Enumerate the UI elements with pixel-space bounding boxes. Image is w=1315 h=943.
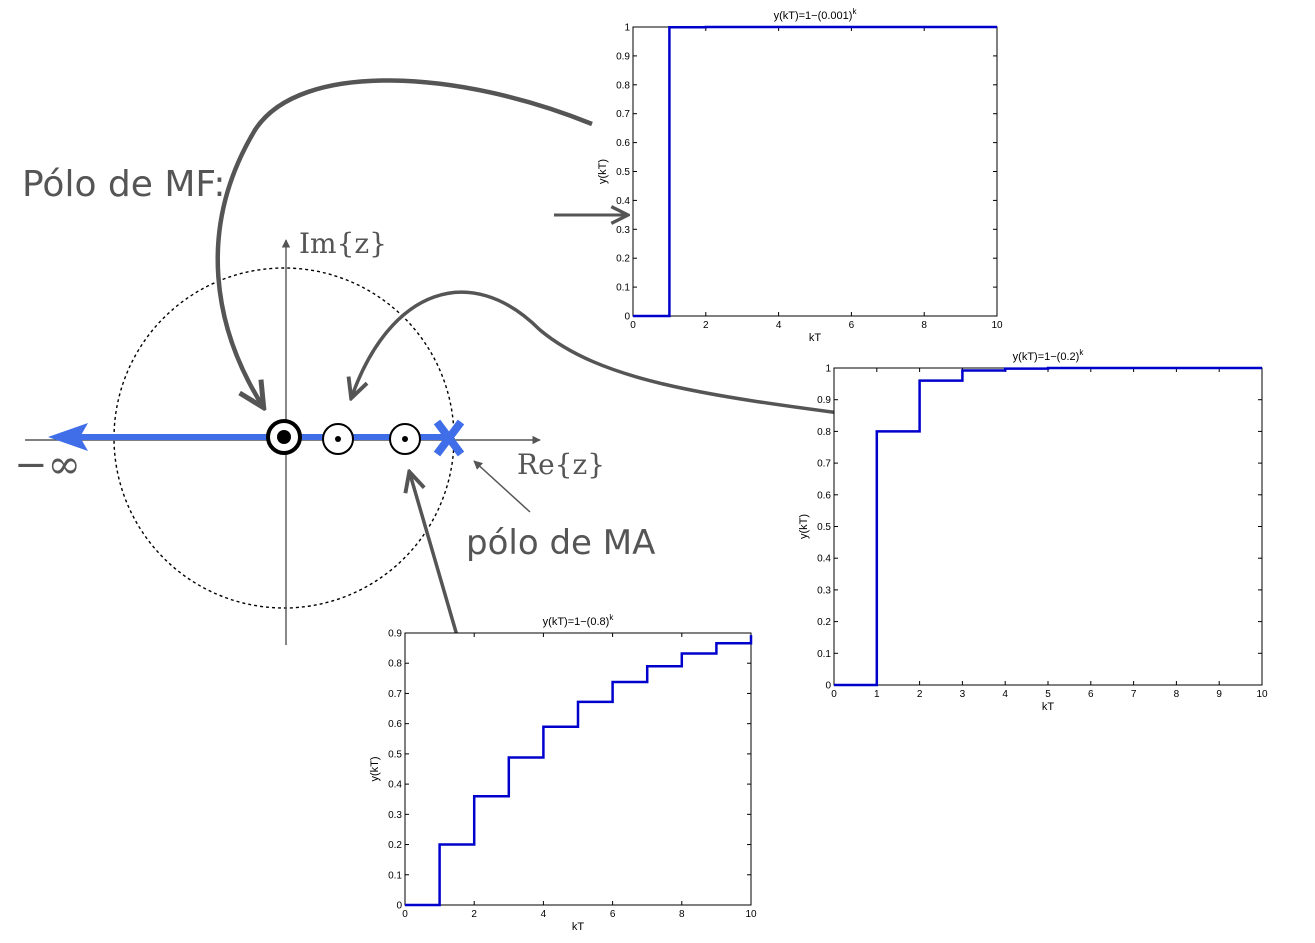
x-tick-label: 9 xyxy=(1216,689,1222,700)
x-tick-label: 0 xyxy=(831,689,837,700)
plot-frame xyxy=(404,632,752,906)
y-tick-label: 1 xyxy=(624,23,630,34)
chart-title-superscript: k xyxy=(852,7,857,16)
x-tick-label: 6 xyxy=(849,320,855,331)
y-tick-label: 0.7 xyxy=(388,689,402,700)
x-tick-label: 2 xyxy=(917,689,923,700)
imag-axis-label: Im{z} xyxy=(299,227,387,260)
y-tick-label: 0.9 xyxy=(817,395,831,406)
plot-frame xyxy=(833,367,1263,686)
y-tick-label: 0.6 xyxy=(616,138,630,149)
y-tick-label: 0.7 xyxy=(616,109,630,120)
arrow-to-open-loop-pole xyxy=(473,460,531,513)
x-tick-label: 6 xyxy=(1088,689,1094,700)
step-series-line xyxy=(834,366,1262,687)
y-tick-label: 0.1 xyxy=(388,870,402,881)
y-axis-label: y(kT) xyxy=(369,756,381,781)
chart-title-superscript: k xyxy=(1079,348,1084,357)
y-tick-label: 0 xyxy=(396,901,402,912)
y-tick-label: 0.8 xyxy=(616,80,630,91)
x-tick-label: 8 xyxy=(1174,689,1180,700)
x-axis-label: kT xyxy=(1042,701,1055,713)
y-tick-label: 0.4 xyxy=(817,554,831,565)
chart-title: y(kT)=1−(0.2)k xyxy=(1013,348,1085,363)
y-tick-label: 0.4 xyxy=(616,196,630,207)
real-axis-label: Re{z} xyxy=(517,448,605,481)
x-tick-label: 5 xyxy=(1045,689,1051,700)
y-tick-label: 0.2 xyxy=(616,254,630,265)
y-tick-label: 0.9 xyxy=(616,51,630,62)
y-tick-label: 0.1 xyxy=(616,283,630,294)
y-tick-label: 0.2 xyxy=(817,617,831,628)
y-tick-label: 0.5 xyxy=(616,167,630,178)
y-tick-label: 0.9 xyxy=(388,629,402,640)
open-loop-pole-marker xyxy=(433,419,465,457)
y-tick-label: 0.6 xyxy=(388,719,402,730)
open-loop-pole-label: pólo de MA xyxy=(466,523,655,563)
step-response-chart-02: 0 1 2 3 4 5 6 7 8 9 10 0 0.1 0.2 0.3 0.4 0.5 0.6 0.7 0.8 0.9… xyxy=(798,348,1268,713)
chart-title: y(kT)=1−(0.001)k xyxy=(774,7,858,22)
step-series-line xyxy=(633,25,997,318)
arrow-chart2-to-pole-0-2 xyxy=(352,290,863,418)
x-tick-label: 10 xyxy=(991,320,1003,331)
x-tick-label: 2 xyxy=(471,909,477,920)
chart-title-main: y(kT)=1−(0.001) xyxy=(774,10,853,22)
y-tick-label: 1 xyxy=(825,364,831,375)
plot-frame xyxy=(632,26,998,317)
x-axis-label: kT xyxy=(572,921,585,933)
chart-title-main: y(kT)=1−(0.2) xyxy=(1013,351,1080,363)
y-tick-label: 0.1 xyxy=(817,649,831,660)
x-tick-label: 8 xyxy=(921,320,927,331)
x-tick-label: 4 xyxy=(541,909,547,920)
x-tick-label: 7 xyxy=(1131,689,1137,700)
y-tick-label: 0 xyxy=(624,312,630,323)
x-tick-label: 4 xyxy=(776,320,782,331)
minus-infinity-label: −∞ xyxy=(14,442,81,488)
x-tick-label: 10 xyxy=(745,909,757,920)
step-response-chart-08: 0 2 4 6 8 10 0 0.1 0.2 0.3 0.4 0.5 0.6 0.7 0.8 0.9 y(kT)… xyxy=(369,613,757,933)
y-axis-label: y(kT) xyxy=(798,514,810,539)
y-tick-label: 0.5 xyxy=(817,522,831,533)
z-plane-diagram: Pólo de MF: pólo de MA Im{z} Re{z} −∞ T xyxy=(14,78,863,719)
x-tick-label: 8 xyxy=(679,909,685,920)
closed-loop-pole-origin xyxy=(266,419,302,455)
x-tick-label: 10 xyxy=(1256,689,1268,700)
closed-loop-pole-0-2 xyxy=(322,423,354,455)
y-axis-label: y(kT) xyxy=(597,159,609,184)
y-tick-label: 0.4 xyxy=(388,780,402,791)
x-tick-label: 2 xyxy=(703,320,709,331)
closed-loop-pole-label: Pólo de MF: xyxy=(22,164,225,205)
y-tick-label: 0.3 xyxy=(616,225,630,236)
closed-loop-pole-0-8 xyxy=(389,423,421,455)
x-tick-label: 0 xyxy=(630,320,636,331)
chart-title-superscript: k xyxy=(609,613,614,622)
x-tick-label: 3 xyxy=(960,689,966,700)
y-tick-label: 0 xyxy=(825,681,831,692)
root-locus-arrowhead xyxy=(48,423,88,451)
y-tick-label: 0.8 xyxy=(388,659,402,670)
y-tick-label: 0.8 xyxy=(817,427,831,438)
x-tick-label: 1 xyxy=(874,689,880,700)
y-tick-label: 0.5 xyxy=(388,749,402,760)
y-tick-label: 0.6 xyxy=(817,490,831,501)
y-tick-label: 0.2 xyxy=(388,840,402,851)
x-tick-label: 4 xyxy=(1002,689,1008,700)
x-tick-label: 0 xyxy=(402,909,408,920)
chart-title: y(kT)=1−(0.8)k xyxy=(543,613,615,628)
chart-title-main: y(kT)=1−(0.8) xyxy=(543,616,610,628)
step-response-chart-0001: 0 2 4 6 8 10 0 0.1 0.2 0.3 0.4 0.5 0.6 0.7 0.8 0.9 1 y(kT… xyxy=(597,7,1003,344)
y-tick-label: 0.3 xyxy=(388,810,402,821)
y-tick-label: 0.3 xyxy=(817,585,831,596)
x-axis-label: kT xyxy=(809,332,822,344)
x-tick-label: 6 xyxy=(610,909,616,920)
arrow-chart1-to-origin-pole xyxy=(215,78,593,405)
y-tick-label: 0.7 xyxy=(817,459,831,470)
